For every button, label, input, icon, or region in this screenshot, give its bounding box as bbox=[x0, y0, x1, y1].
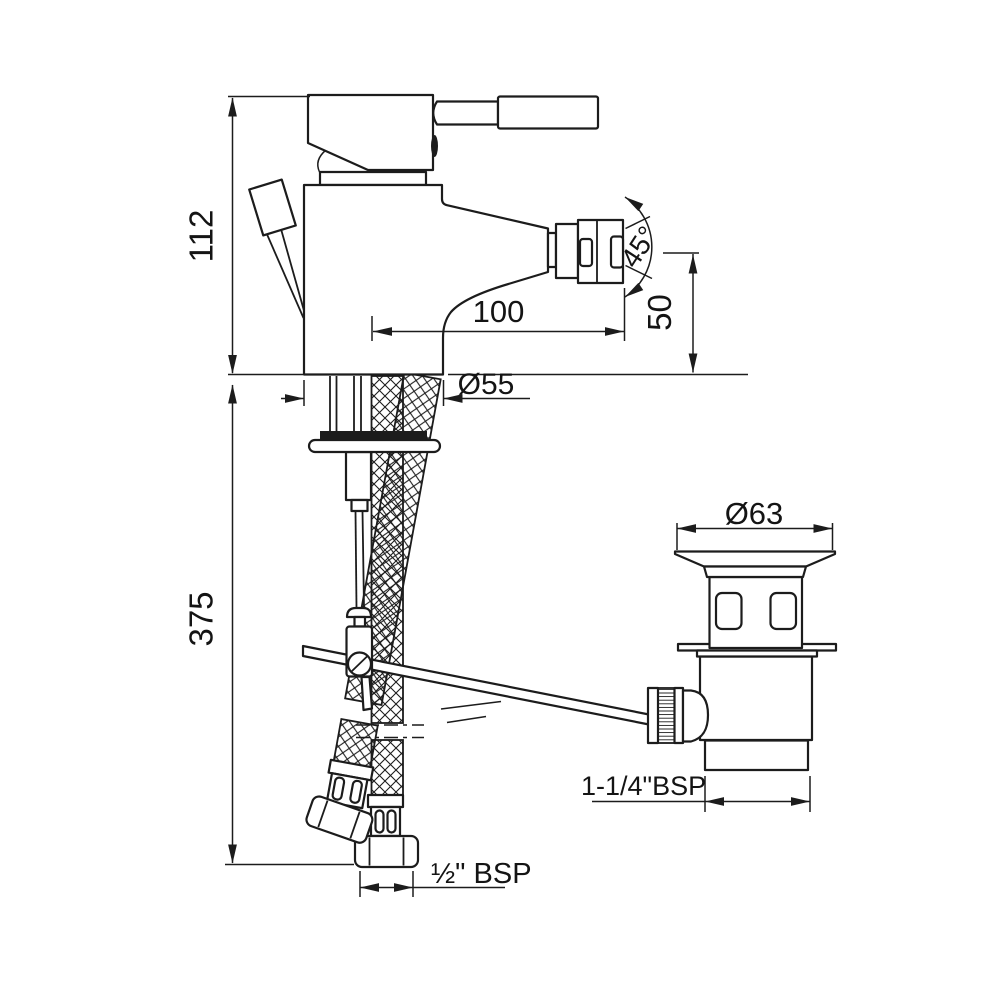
dim-waste-flange-diameter: Ø63 bbox=[676, 496, 834, 550]
base-plate bbox=[307, 438, 442, 454]
ferrule-slot bbox=[386, 809, 397, 834]
dim-base-diameter: Ø55 bbox=[281, 368, 530, 406]
right-supply-hose bbox=[305, 371, 442, 844]
popup-rod-lower bbox=[344, 450, 374, 712]
dim-label-base-diameter: Ø55 bbox=[458, 368, 515, 401]
knurled-connector bbox=[657, 687, 676, 744]
dim-spout-height: 50 bbox=[641, 252, 699, 373]
ferrule-slot bbox=[331, 776, 346, 801]
dimension-annotations: 112 375 100 50 bbox=[183, 95, 834, 897]
rod-flare bbox=[345, 606, 373, 619]
dim-label-overall-height: 112 bbox=[183, 210, 220, 263]
popup-waste-drain bbox=[646, 550, 838, 772]
right-hose-break-lines bbox=[440, 700, 502, 724]
side-knob bbox=[248, 178, 307, 319]
dim-supply-length: 375 bbox=[183, 384, 354, 866]
dim-supply-thread: ½" BSP bbox=[359, 858, 532, 897]
hose-hex-nut bbox=[305, 795, 374, 844]
dim-label-spout-reach: 100 bbox=[473, 294, 525, 329]
overflow-hole bbox=[714, 591, 743, 631]
left-hose-break-lines bbox=[356, 724, 424, 739]
cartridge-neck bbox=[318, 170, 428, 187]
dim-spout-reach: 100 bbox=[371, 288, 626, 341]
waste-thread-tail bbox=[703, 739, 810, 772]
dim-label-waste-flange-diameter: Ø63 bbox=[725, 496, 784, 531]
dim-waste-thread: 1-1/4"BSP bbox=[581, 771, 811, 812]
bidet-mixer-faucet bbox=[248, 93, 625, 376]
lever-pivot bbox=[431, 135, 438, 157]
waste-cup bbox=[698, 655, 814, 742]
dim-label-supply-thread: ½" BSP bbox=[431, 858, 532, 890]
overflow-hole bbox=[769, 591, 798, 631]
base-gasket bbox=[320, 431, 427, 441]
escutcheon bbox=[307, 431, 442, 454]
dim-label-waste-thread: 1-1/4"BSP bbox=[581, 771, 706, 801]
aerator-nozzle bbox=[546, 218, 625, 285]
cartridge-dome bbox=[317, 149, 327, 173]
dim-label-spout-height: 50 bbox=[641, 294, 678, 331]
dim-label-supply-length: 375 bbox=[183, 591, 220, 646]
handle-head bbox=[306, 93, 435, 172]
rod-adapter bbox=[681, 689, 710, 743]
ferrule-slot bbox=[349, 779, 363, 804]
lever-grip bbox=[496, 95, 600, 130]
dim-aerator-angle: 45° bbox=[615, 193, 664, 301]
dim-overall-height: 112 bbox=[183, 95, 310, 374]
faucet-body bbox=[302, 183, 550, 376]
nozzle-outlet bbox=[609, 235, 625, 269]
popup-rod-upper bbox=[329, 376, 362, 432]
ferrule-slot bbox=[374, 809, 385, 834]
hose-hex-nut bbox=[353, 834, 420, 869]
lever-rod bbox=[432, 100, 500, 126]
waste-flange bbox=[673, 550, 837, 568]
